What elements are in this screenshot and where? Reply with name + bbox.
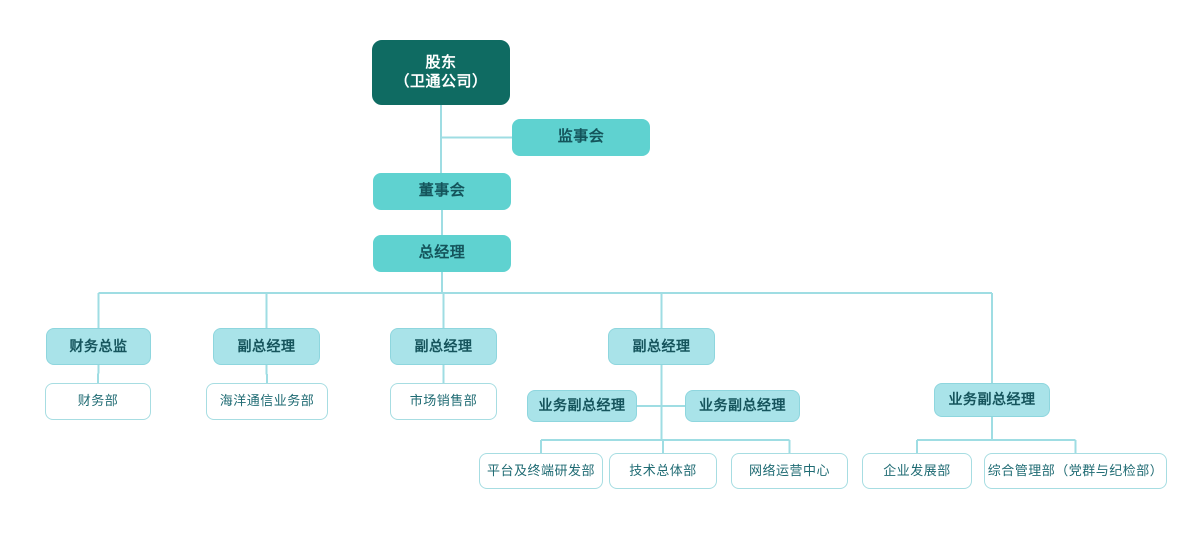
org-node-cfo[interactable]: 财务总监 xyxy=(46,328,151,365)
org-node-bvp-mid[interactable]: 业务副总经理 xyxy=(685,390,800,422)
edge-cfo-finance-dept xyxy=(97,364,100,384)
org-node-supervisors[interactable]: 监事会 xyxy=(512,119,650,156)
org-node-shareholder[interactable]: 股东 （卫通公司） xyxy=(372,40,510,105)
org-node-sales-dept[interactable]: 市场销售部 xyxy=(390,383,497,420)
org-node-vp2[interactable]: 副总经理 xyxy=(390,328,497,365)
org-node-platform-rd[interactable]: 平台及终端研发部 xyxy=(479,453,603,489)
org-node-gm[interactable]: 总经理 xyxy=(373,235,511,272)
org-node-vp1[interactable]: 副总经理 xyxy=(213,328,320,365)
org-node-finance-dept[interactable]: 财务部 xyxy=(45,383,151,420)
org-node-admin-dept[interactable]: 综合管理部（党群与纪检部） xyxy=(984,453,1167,489)
org-node-marine-dept[interactable]: 海洋通信业务部 xyxy=(206,383,328,420)
org-node-vp3[interactable]: 副总经理 xyxy=(608,328,715,365)
org-node-tech-dept[interactable]: 技术总体部 xyxy=(609,453,717,489)
edge-vp1-marine-dept xyxy=(265,364,268,384)
org-node-board[interactable]: 董事会 xyxy=(373,173,511,210)
org-node-bvp-right[interactable]: 业务副总经理 xyxy=(934,383,1050,417)
org-node-netops[interactable]: 网络运营中心 xyxy=(731,453,848,489)
org-node-bvp-left[interactable]: 业务副总经理 xyxy=(527,390,637,422)
org-node-biz-dev[interactable]: 企业发展部 xyxy=(862,453,972,489)
